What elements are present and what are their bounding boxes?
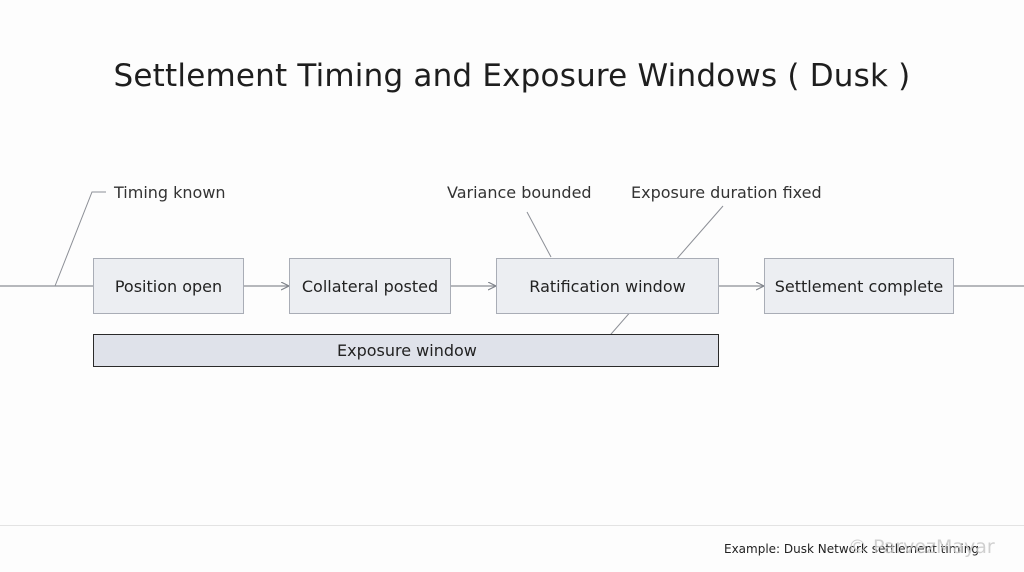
step-ratification-window: Ratification window bbox=[496, 258, 719, 314]
step-collateral-posted: Collateral posted bbox=[289, 258, 451, 314]
watermark: © ParvezMayar bbox=[848, 536, 995, 558]
leader-timing-known bbox=[54, 191, 106, 287]
step-position-open: Position open bbox=[93, 258, 244, 314]
annotation-exposure-duration-fixed: Exposure duration fixed bbox=[631, 183, 822, 202]
annotation-timing-known: Timing known bbox=[114, 183, 226, 202]
leader-variance-bounded bbox=[526, 211, 552, 258]
footer-note: Example: Dusk Network settlement timing bbox=[724, 542, 979, 556]
exposure-window-label: Exposure window bbox=[337, 341, 477, 360]
step-settlement-complete: Settlement complete bbox=[764, 258, 954, 314]
exposure-window-bar bbox=[93, 334, 719, 367]
page-title: Settlement Timing and Exposure Windows (… bbox=[113, 58, 911, 94]
footer-divider bbox=[0, 525, 1024, 526]
annotation-variance-bounded: Variance bounded bbox=[447, 183, 592, 202]
